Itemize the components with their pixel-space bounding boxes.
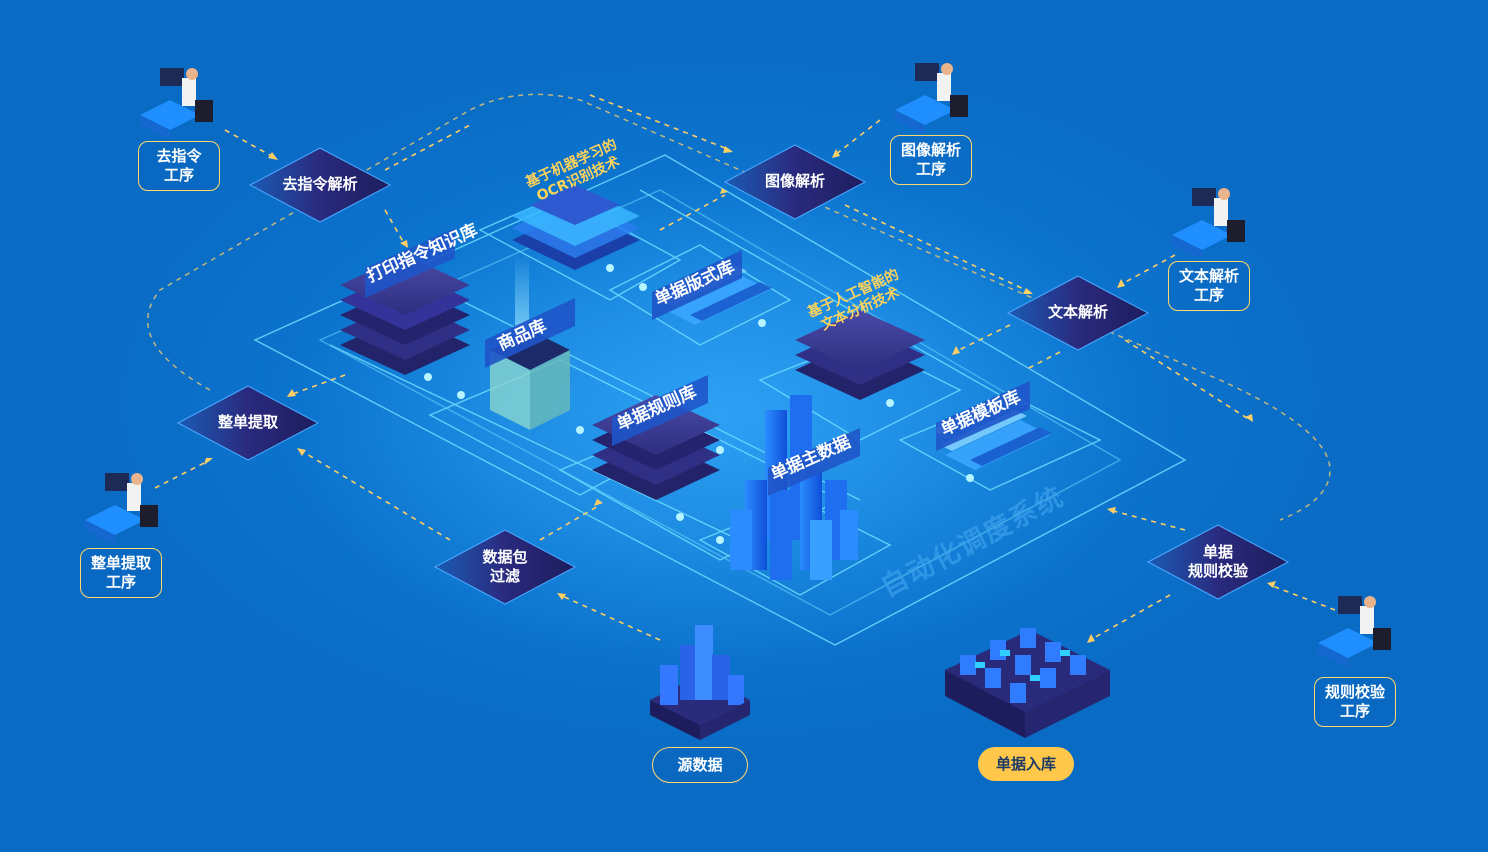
arrow-heads: [204, 146, 1276, 643]
db-label-panels: [365, 228, 1030, 496]
source-blocks: [650, 625, 750, 740]
stack-ai: [795, 310, 925, 400]
workstation-rule-icon: [1318, 596, 1391, 668]
workstation-text-icon: [1172, 188, 1245, 260]
flow-arrows: [154, 94, 1336, 641]
diamond-image: [723, 144, 867, 220]
workstation-rule-label[interactable]: 规则校验 工序: [1314, 677, 1396, 727]
workstation-instruction-label[interactable]: 去指令 工序: [138, 141, 220, 191]
template-stripes: [940, 410, 1052, 470]
node-text-parse[interactable]: 文本解析: [1047, 303, 1108, 321]
node-whole-extract[interactable]: 整单提取: [217, 413, 278, 431]
workstation-text-label[interactable]: 文本解析 工序: [1168, 261, 1250, 311]
node-rule-check[interactable]: 单据 规则校验: [1187, 543, 1248, 580]
node-image-parse[interactable]: 图像解析: [764, 172, 825, 190]
workstation-icons: [85, 63, 1391, 668]
diamond-instruction: [248, 147, 392, 223]
node-packet-filter[interactable]: 数据包 过滤: [482, 548, 528, 585]
workstation-whole-icon: [85, 473, 158, 545]
storage-blocks: [945, 628, 1110, 738]
node-instruction-parse[interactable]: 去指令解析: [282, 175, 358, 193]
workstation-whole-label[interactable]: 整单提取 工序: [80, 548, 162, 598]
diamond-packet: [433, 529, 577, 605]
workstation-image-label[interactable]: 图像解析 工序: [890, 135, 972, 185]
diamond-rule: [1146, 524, 1290, 600]
workstation-image-icon: [895, 63, 968, 135]
workstation-instruction-icon: [140, 68, 213, 140]
diamond-whole: [176, 385, 320, 461]
stack-print-kb: [340, 255, 470, 375]
source-data-button[interactable]: 源数据: [652, 747, 748, 783]
diamond-shapes: [176, 144, 1290, 605]
diamond-text: [1006, 275, 1150, 351]
dashed-loop: [146, 93, 1331, 521]
storage-button[interactable]: 单据入库: [978, 747, 1074, 781]
stack-ocr: [512, 185, 640, 270]
